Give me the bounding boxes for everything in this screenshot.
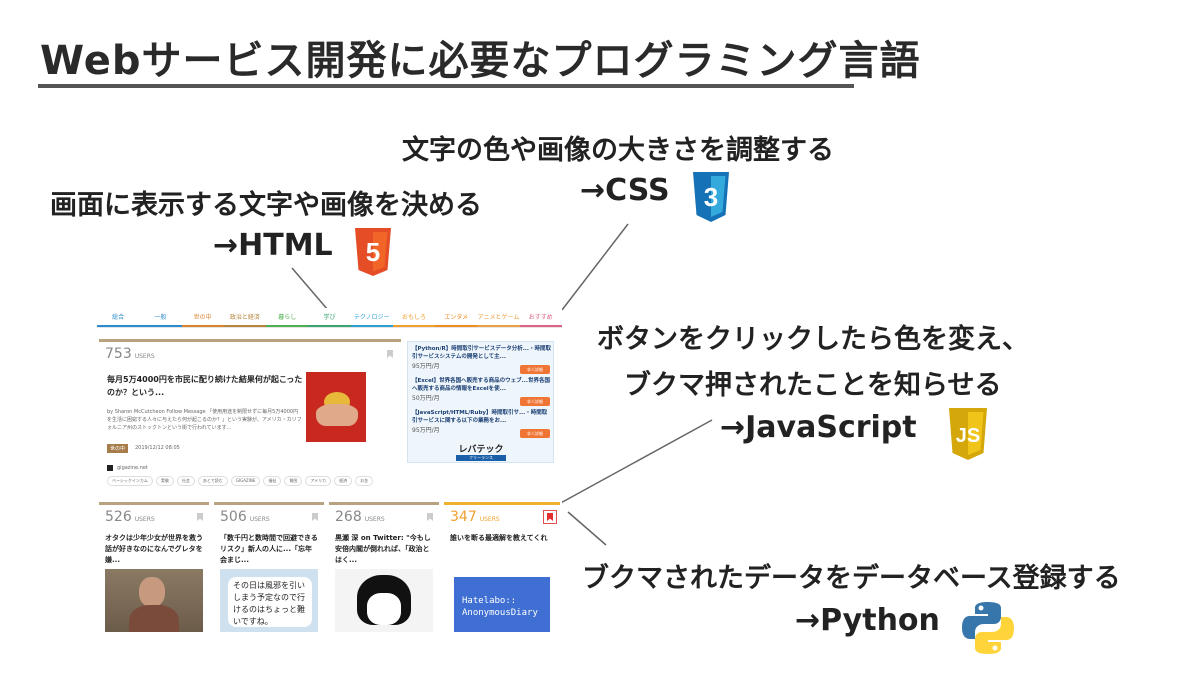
- entry-title[interactable]: オタクは少年少女が世界を救う話が好きなのになんでグレタを嫌...: [105, 534, 203, 564]
- python-tech-label: →Python: [795, 603, 940, 638]
- main-entry-site[interactable]: gigazine.net: [117, 465, 148, 471]
- ad-detail-button[interactable]: 求人詳細: [520, 365, 550, 374]
- html-caption: 画面に表示する文字や画像を決める: [50, 190, 482, 221]
- entry-thumbnail[interactable]: [335, 569, 433, 632]
- tag-chip[interactable]: あとで読む: [197, 476, 228, 486]
- ad-item[interactable]: 【Excel】世界各国へ販売する商品のウェブ...世界各国へ販売する商品の情報を…: [412, 378, 550, 406]
- css-caption: 文字の色や画像の大きさを調整する: [402, 135, 834, 166]
- category-tab[interactable]: おすすめ: [519, 308, 562, 327]
- bookmark-icon[interactable]: [197, 513, 203, 521]
- bookmark-icon[interactable]: [387, 350, 393, 358]
- entry-title[interactable]: 誰いを断る最適解を教えてくれ: [450, 534, 548, 542]
- speech-bubble: その日は風邪を引いしまう予定なので行けるのはちょっと難いですね。: [228, 577, 312, 627]
- category-tab[interactable]: 一般: [139, 308, 182, 327]
- entry-thumbnail[interactable]: Hatelabo:: AnonymousDiary: [454, 577, 550, 632]
- main-entry-date: 2019/12/12 08:05: [135, 445, 180, 451]
- category-nav: 総合一般世の中政治と経済暮らし学びテクノロジーおもしろエンタメアニメとゲームおす…: [97, 308, 562, 328]
- site-favicon-icon: [107, 465, 113, 471]
- category-tab[interactable]: 政治と経済: [223, 308, 267, 327]
- entry-title[interactable]: 黒瀬 深 on Twitter: "今もし安倍内閣が倒れれば、「政治とはく...: [335, 534, 431, 564]
- js-tech-label: →JavaScript: [720, 410, 917, 445]
- tag-chip[interactable]: 社会: [176, 476, 195, 486]
- tag-chip[interactable]: GIGAZINE: [230, 476, 261, 486]
- title-underline: [38, 84, 854, 88]
- tag-chip[interactable]: ベーシックインカム: [107, 476, 153, 486]
- ad-detail-button[interactable]: 求人詳細: [520, 397, 550, 406]
- css3-logo-icon: 3: [693, 172, 729, 222]
- css-connector-line: [561, 223, 629, 311]
- ad-item[interactable]: 【JavaScript/HTML/Ruby】時間取引サ...・時間取引サービスに…: [412, 409, 552, 438]
- bookmark-button-active[interactable]: [543, 510, 557, 524]
- category-tab[interactable]: テクノロジー: [350, 308, 393, 327]
- javascript-logo-icon: JS: [949, 408, 987, 460]
- tag-chip[interactable]: 貧困: [284, 476, 303, 486]
- hatena-page-screenshot: 総合一般世の中政治と経済暮らし学びテクノロジーおもしろエンタメアニメとゲームおす…: [97, 308, 562, 632]
- css-tech-label: →CSS: [580, 173, 670, 208]
- js-caption-line1: ボタンをクリックしたら色を変え、: [597, 324, 1029, 355]
- tag-chip[interactable]: アメリカ: [305, 476, 332, 486]
- tag-chip[interactable]: 実験: [155, 476, 174, 486]
- category-tab[interactable]: 総合: [97, 308, 140, 327]
- css3-logo-glyph: 3: [704, 182, 718, 212]
- category-tab[interactable]: 学び: [308, 308, 351, 327]
- category-tab[interactable]: おもしろ: [392, 308, 436, 327]
- python-caption: ブクマされたデータをデータベース登録する: [582, 563, 1121, 594]
- bookmark-icon[interactable]: [427, 513, 433, 521]
- bookmark-icon[interactable]: [312, 513, 318, 521]
- category-badge[interactable]: 世の中: [107, 444, 129, 453]
- main-entry-thumbnail[interactable]: [306, 372, 366, 442]
- python-logo-icon: [962, 602, 1014, 654]
- html-connector-line: [291, 267, 329, 311]
- entry-thumbnail[interactable]: その日は風邪を引いしまう予定なので行けるのはちょっと難いですね。: [220, 569, 318, 632]
- html-tech-label: →HTML: [213, 228, 333, 263]
- js-connector-line: [556, 419, 713, 506]
- ad-detail-button[interactable]: 求人詳細: [520, 429, 550, 438]
- entry-thumbnail[interactable]: [105, 569, 203, 632]
- category-tab[interactable]: アニメとゲーム: [477, 308, 520, 327]
- tag-chip[interactable]: 福祉: [263, 476, 282, 486]
- python-connector-line: [567, 511, 607, 546]
- html5-logo-glyph: 5: [366, 237, 380, 267]
- js-caption-line2: ブクマ押されたことを知らせる: [624, 370, 1002, 401]
- javascript-logo-glyph: JS: [956, 425, 980, 447]
- job-ad-box: 【Python/R】時間取引サービスデータ分析...・時間取引サービスシステムの…: [407, 341, 554, 463]
- category-tab[interactable]: 世の中: [181, 308, 224, 327]
- tag-chip[interactable]: 経済: [334, 476, 353, 486]
- tag-chip[interactable]: お金: [355, 476, 374, 486]
- html5-logo-icon: 5: [355, 228, 391, 276]
- main-entry-title[interactable]: 毎月5万4000円を市民に配り続けた結果何が起こったのか？という...: [107, 375, 303, 397]
- category-tab[interactable]: 暮らし: [266, 308, 309, 327]
- category-tab[interactable]: エンタメ: [435, 308, 478, 327]
- main-entry-description: by Sharon McCutcheon Follow Message 「使用用…: [107, 409, 302, 431]
- bookmark-icon: [547, 513, 553, 521]
- entry-title[interactable]: 「数千円と数時間で回避できるリスク」新人の人に...「忘年会まじ...: [220, 534, 318, 564]
- ad-brand-logo[interactable]: レバテック フリーランス: [456, 445, 506, 461]
- page-title: Webサービス開発に必要なプログラミング言語: [40, 38, 921, 84]
- ad-item[interactable]: 【Python/R】時間取引サービスデータ分析...・時間取引サービスシステムの…: [412, 346, 551, 374]
